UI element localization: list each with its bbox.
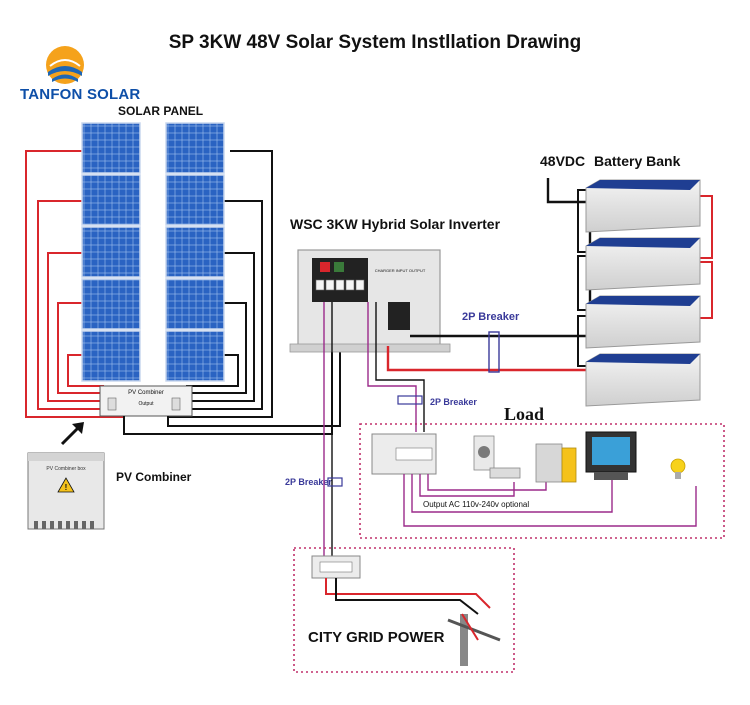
- load-area: [359, 423, 725, 539]
- sun-logo-icon: [46, 46, 84, 84]
- battery-breaker-label: 2P Breaker: [462, 311, 520, 323]
- brand-logo: [42, 42, 88, 88]
- battery: [585, 237, 701, 291]
- computer-icon: [585, 431, 637, 480]
- utility-pole-icon: [447, 613, 501, 666]
- solar-panel: [81, 278, 141, 330]
- battery-breaker: [488, 331, 500, 373]
- load-distribution-panel: [371, 433, 437, 475]
- grid-breaker-label: 2P Breaker: [285, 477, 332, 487]
- appliance-icon: [535, 443, 577, 483]
- output-note: Output AC 110v-240v optional: [423, 500, 530, 509]
- city-grid-label: CITY GRID POWER: [308, 629, 445, 646]
- solar-panel: [81, 226, 141, 278]
- pointer-arrow: [60, 426, 80, 446]
- combiner-strip-text: PV Combiner: [128, 390, 164, 396]
- solar-panel: [81, 174, 141, 226]
- solar-panel: [165, 226, 225, 278]
- battery: [585, 353, 701, 407]
- solar-panel-array: [81, 122, 225, 382]
- inverter-panel-text: CHARGER INPUT OUTPUT: [375, 268, 426, 273]
- brand-name: TANFON SOLAR: [20, 86, 141, 103]
- solar-panel: [81, 122, 141, 174]
- pv-combiner-label: PV Combiner: [116, 470, 192, 484]
- combiner-output-text: Output: [138, 401, 154, 407]
- combiner-box-title: PV Combiner box: [46, 466, 86, 472]
- grid-breaker: [327, 477, 343, 487]
- battery-bank-label: Battery Bank: [594, 153, 681, 169]
- battery: [585, 179, 701, 233]
- speaker-icon: [473, 435, 521, 479]
- solar-panel: [165, 278, 225, 330]
- svg-text:!: !: [65, 483, 68, 492]
- grid-distribution-panel: [311, 555, 361, 579]
- battery-bank: [585, 179, 701, 407]
- grid-area: [293, 547, 515, 673]
- pv-combiner-strip: PV Combiner Output: [99, 385, 193, 417]
- inverter-label: WSC 3KW Hybrid Solar Inverter: [290, 216, 501, 232]
- load-breaker-label: 2P Breaker: [430, 397, 477, 407]
- solar-panel: [165, 122, 225, 174]
- load-breaker: [397, 395, 423, 405]
- pv-combiner-box: PV Combiner box !: [27, 452, 105, 530]
- solar-panel: [165, 330, 225, 382]
- load-label: Load: [504, 404, 545, 424]
- light-bulb-icon: [670, 458, 686, 479]
- solar-panel: [81, 330, 141, 382]
- hybrid-inverter: CHARGER INPUT OUTPUT: [289, 249, 451, 353]
- battery-voltage-label: 48VDC: [540, 153, 586, 169]
- battery: [585, 295, 701, 349]
- diagram-title: SP 3KW 48V Solar System Instllation Draw…: [168, 32, 582, 53]
- solar-panel: [165, 174, 225, 226]
- solar-panel-label: SOLAR PANEL: [118, 104, 204, 118]
